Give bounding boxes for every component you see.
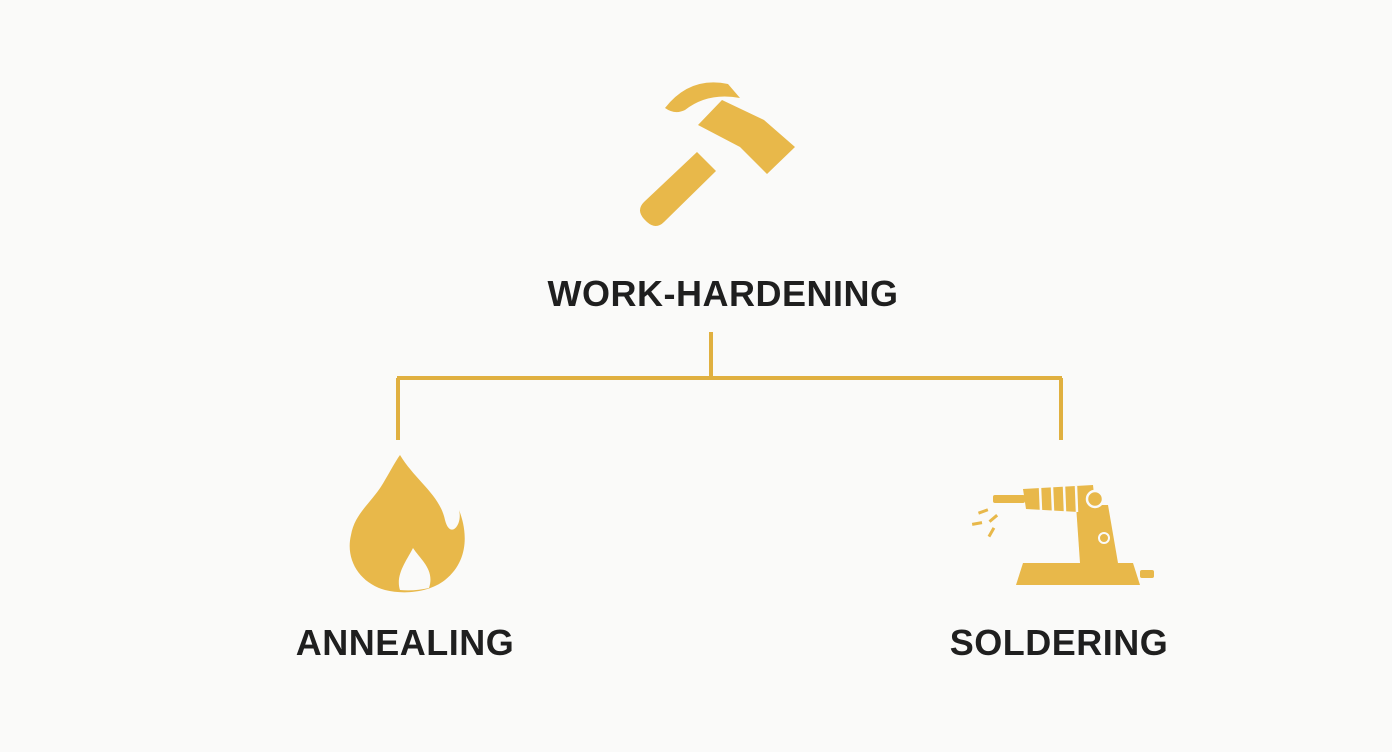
child-node-label-soldering: SOLDERING [949, 622, 1169, 663]
child-node-label-annealing: ANNEALING [295, 622, 515, 663]
flame-icon [349, 455, 465, 593]
soldering-station-icon [971, 485, 1154, 585]
root-node-label: WORK-HARDENING [547, 273, 899, 314]
hammer-icon [640, 82, 795, 226]
